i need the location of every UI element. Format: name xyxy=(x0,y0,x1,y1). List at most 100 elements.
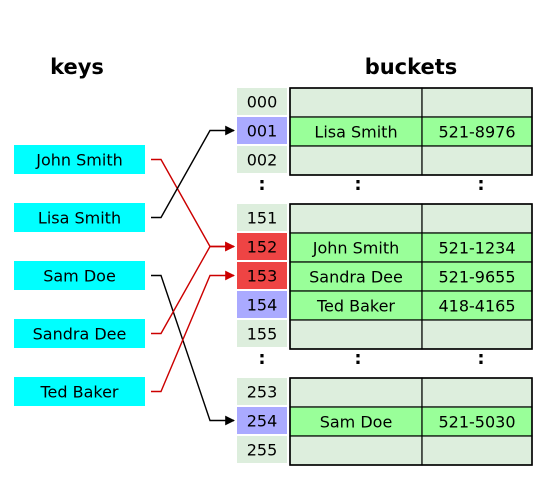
bucket-row: 155 xyxy=(237,319,533,350)
bucket-phone: 521-8976 xyxy=(438,123,515,142)
bucket-row: 253 xyxy=(237,377,533,408)
ellipsis-marker: : xyxy=(258,174,265,195)
key-label: Ted Baker xyxy=(39,383,118,402)
bucket-name-cell xyxy=(289,435,423,466)
slot-index: 153 xyxy=(247,267,278,286)
bucket-name: Ted Baker xyxy=(316,297,395,316)
collision-arrow xyxy=(151,270,235,393)
bucket-phone-cell xyxy=(421,87,533,118)
bucket-name: Sam Doe xyxy=(320,413,393,432)
bucket-name: Sandra Dee xyxy=(309,268,403,287)
bucket-name: Lisa Smith xyxy=(314,123,397,142)
bucket-name-cell xyxy=(289,377,423,408)
slot-index-box xyxy=(237,378,287,405)
bucket-name-cell xyxy=(289,261,423,292)
bucket-name-cell xyxy=(289,87,423,118)
key-item: Sam Doe xyxy=(14,261,145,290)
bucket-row: 002 xyxy=(237,145,533,176)
key-box xyxy=(14,377,145,406)
slot-index-box xyxy=(237,117,287,144)
bucket-name-cell xyxy=(289,319,423,350)
key-box xyxy=(14,145,145,174)
bucket-name-cell xyxy=(289,406,423,437)
key-box xyxy=(14,261,145,290)
keys-heading: keys xyxy=(50,55,104,79)
hash-arrows xyxy=(151,125,235,426)
collision-arrow xyxy=(151,158,235,252)
bucket-name-cell xyxy=(289,290,423,321)
key-item: Sandra Dee xyxy=(14,319,145,348)
bucket-group: 000 001 Lisa Smith 521-8976 002 xyxy=(237,87,533,176)
ellipsis-row: ::: xyxy=(258,174,484,195)
bucket-group: 253 254 Sam Doe 521-5030 255 xyxy=(237,377,533,466)
slot-index-box xyxy=(237,291,287,318)
slot-index-box xyxy=(237,233,287,260)
slot-index: 253 xyxy=(247,383,278,402)
bucket-phone-cell xyxy=(421,406,533,437)
key-label: Lisa Smith xyxy=(38,209,121,228)
collision-arrow xyxy=(151,241,235,335)
bucket-row: 254 Sam Doe 521-5030 xyxy=(237,406,533,437)
bucket-phone: 521-9655 xyxy=(438,268,515,287)
slot-index: 000 xyxy=(247,93,278,112)
slot-index: 151 xyxy=(247,209,278,228)
ellipsis-row: ::: xyxy=(258,348,484,369)
slot-index-box xyxy=(237,146,287,173)
bucket-name: John Smith xyxy=(312,239,399,258)
ellipsis-marker: : xyxy=(354,174,361,195)
key-label: John Smith xyxy=(35,151,122,170)
bucket-phone-cell xyxy=(421,145,533,176)
key-label: Sam Doe xyxy=(43,267,116,286)
slot-index: 152 xyxy=(247,238,278,257)
slot-index: 255 xyxy=(247,441,278,460)
slot-index: 154 xyxy=(247,296,278,315)
key-label: Sandra Dee xyxy=(33,325,127,344)
bucket-phone-cell xyxy=(421,203,533,234)
ellipsis-marker: : xyxy=(477,348,484,369)
ellipsis-marker: : xyxy=(477,174,484,195)
bucket-name-cell xyxy=(289,232,423,263)
bucket-row: 001 Lisa Smith 521-8976 xyxy=(237,116,533,147)
key-box xyxy=(14,319,145,348)
slot-index-box xyxy=(237,407,287,434)
bucket-group-border xyxy=(289,203,533,350)
slot-index-box xyxy=(237,320,287,347)
hash-arrow xyxy=(151,274,235,426)
bucket-group-border xyxy=(289,377,533,466)
ellipsis-marker: : xyxy=(354,348,361,369)
slot-index-box xyxy=(237,262,287,289)
key-box xyxy=(14,203,145,232)
bucket-row: 000 xyxy=(237,87,533,118)
slot-index-box xyxy=(237,436,287,463)
hash-arrow xyxy=(151,125,235,219)
bucket-phone-cell xyxy=(421,232,533,263)
key-item: Lisa Smith xyxy=(14,203,145,232)
ellipsis-marker: : xyxy=(258,348,265,369)
bucket-phone-cell xyxy=(421,319,533,350)
slot-index: 155 xyxy=(247,325,278,344)
bucket-row: 154 Ted Baker 418-4165 xyxy=(237,290,533,321)
bucket-group-border xyxy=(289,87,533,176)
key-item: John Smith xyxy=(14,145,145,174)
bucket-phone: 418-4165 xyxy=(438,297,515,316)
key-item: Ted Baker xyxy=(14,377,145,406)
slot-index-box xyxy=(237,88,287,115)
bucket-row: 151 xyxy=(237,203,533,234)
slot-index-box xyxy=(237,204,287,231)
bucket-phone-cell xyxy=(421,435,533,466)
bucket-phone: 521-5030 xyxy=(438,413,515,432)
bucket-name-cell xyxy=(289,145,423,176)
bucket-phone-cell xyxy=(421,377,533,408)
bucket-row: 255 xyxy=(237,435,533,466)
slot-index: 001 xyxy=(247,122,278,141)
slot-index: 002 xyxy=(247,151,278,170)
slot-index: 254 xyxy=(247,412,278,431)
bucket-row: 153 Sandra Dee 521-9655 xyxy=(237,261,533,292)
buckets-heading: buckets xyxy=(365,55,458,79)
bucket-name-cell xyxy=(289,203,423,234)
